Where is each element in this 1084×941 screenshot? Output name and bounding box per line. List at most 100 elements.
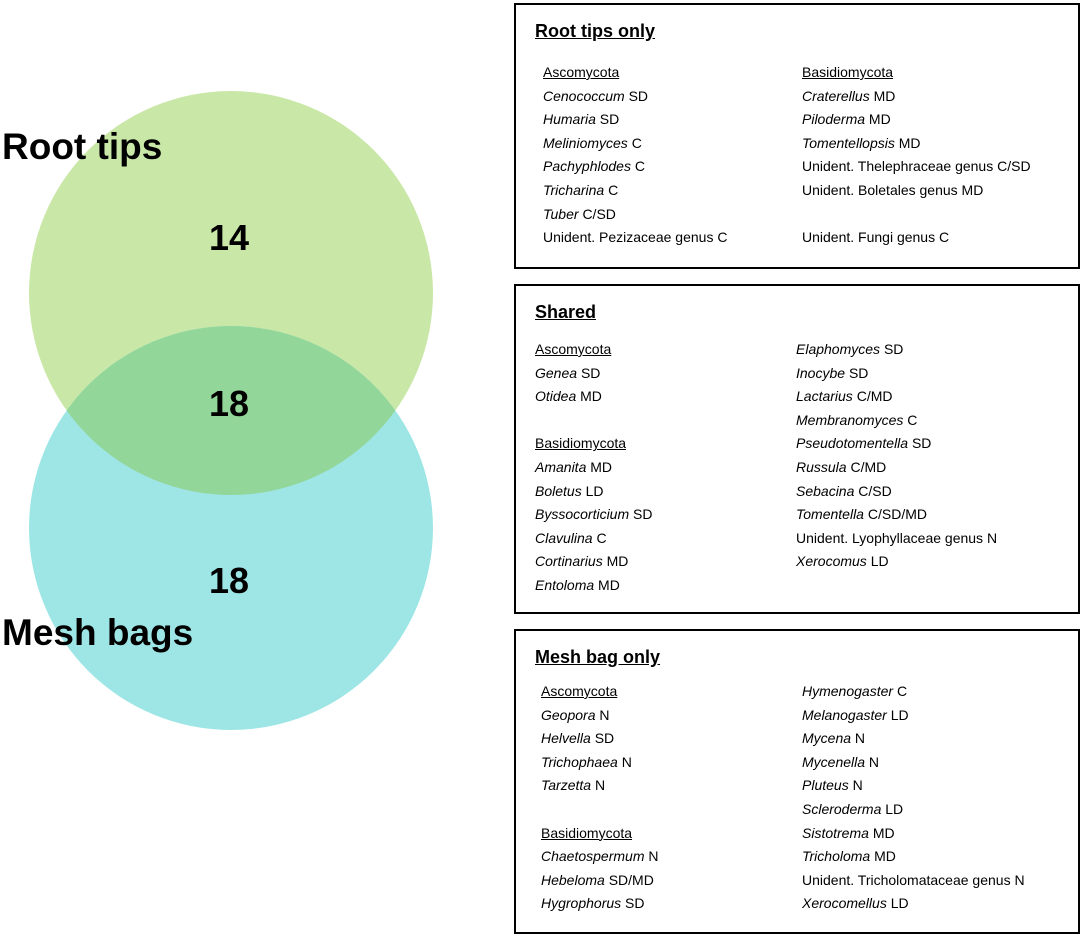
panel-title: Shared bbox=[535, 302, 597, 322]
genus-name: Byssocorticium bbox=[535, 506, 630, 523]
genus-name: Geopora bbox=[541, 706, 596, 723]
exploration-type-code: N bbox=[594, 777, 606, 794]
genus-name: Meliniomyces bbox=[543, 134, 628, 151]
exploration-type-code: SD bbox=[594, 730, 615, 747]
exploration-type-code: MD bbox=[874, 848, 896, 865]
taxon-entry: Inocybe SD bbox=[796, 362, 997, 386]
genus-name: Elaphomyces bbox=[796, 341, 881, 357]
root-tips-label: Root tips bbox=[2, 126, 163, 167]
taxon-entry: Geopora N bbox=[541, 704, 659, 728]
taxon-entry: Amanita MD bbox=[535, 456, 652, 480]
genus-name: Humaria bbox=[543, 111, 596, 128]
phylum-header: Ascomycota bbox=[535, 341, 612, 357]
genus-name: Lactarius bbox=[796, 388, 853, 405]
exploration-type-code: LD bbox=[885, 800, 904, 817]
genus-name: Cenococcum bbox=[543, 87, 625, 104]
spacer bbox=[535, 409, 652, 433]
exploration-type-code: C bbox=[907, 411, 918, 428]
taxon-entry: Sistotrema MD bbox=[802, 822, 1025, 846]
genus-name: Chaetospermum bbox=[541, 848, 645, 865]
exploration-type-code: LD bbox=[870, 553, 889, 570]
mesh-bags-label: Mesh bags bbox=[2, 612, 194, 653]
taxon-entry: Unident. Thelephraceae genus C/SD bbox=[802, 158, 1031, 175]
taxon-entry: Tarzetta N bbox=[541, 774, 659, 798]
genus-name: Helvella bbox=[541, 730, 591, 747]
exploration-type-code: C/SD bbox=[582, 205, 616, 222]
exploration-type-code: N bbox=[648, 848, 659, 865]
exploration-type-code: C/MD bbox=[856, 388, 893, 405]
shared-count: 18 bbox=[208, 383, 250, 424]
taxon-entry: Otidea MD bbox=[535, 385, 652, 409]
exploration-type-code: MD bbox=[580, 388, 602, 405]
exploration-type-code: C/MD bbox=[850, 458, 887, 475]
taxon-entry: Helvella SD bbox=[541, 727, 659, 751]
genus-name: Mycena bbox=[802, 730, 852, 747]
exploration-type-code: C/SD/MD bbox=[867, 506, 927, 523]
taxon-entry: Unident. Pezizaceae genus C bbox=[543, 229, 728, 246]
genus-name: Craterellus bbox=[802, 87, 870, 104]
genus-name: Xerocomellus bbox=[802, 895, 887, 912]
exploration-type-code: N bbox=[852, 777, 863, 794]
exploration-type-code: LD bbox=[890, 895, 909, 912]
taxon-entry: Genea SD bbox=[535, 362, 652, 386]
venn-diagram: Root tips Mesh bags 14 18 18 bbox=[0, 0, 500, 936]
taxon-entry: Cortinarius MD bbox=[535, 550, 652, 574]
taxon-entry: Tricholoma MD bbox=[802, 845, 1025, 869]
mesh-bags-only-count: 18 bbox=[208, 560, 250, 601]
taxon-entry: Craterellus MD bbox=[802, 85, 1031, 109]
exploration-type-code: N bbox=[621, 753, 632, 770]
exploration-type-code: SD bbox=[625, 895, 645, 912]
taxon-entry: Mycenella N bbox=[802, 751, 1025, 775]
genus-name: Pluteus bbox=[802, 777, 849, 794]
root-tips-only-count: 14 bbox=[208, 217, 250, 258]
taxon-entry: Chaetospermum N bbox=[541, 845, 659, 869]
exploration-type-code: SD/MD bbox=[608, 871, 654, 888]
genus-name: Otidea bbox=[535, 388, 577, 405]
exploration-type-code: SD bbox=[911, 435, 932, 452]
panel-title: Mesh bag only bbox=[535, 647, 661, 667]
phylum-header: Basidiomycota bbox=[541, 824, 633, 841]
taxon-entry: Meliniomyces C bbox=[543, 132, 727, 156]
genus-name: Piloderma bbox=[802, 111, 866, 128]
genus-name: Amanita bbox=[535, 458, 587, 475]
taxon-entry: Trichophaea N bbox=[541, 751, 659, 775]
exploration-type-code: SD bbox=[580, 364, 601, 381]
taxon-entry: Hebeloma SD/MD bbox=[541, 869, 659, 893]
exploration-type-code: C bbox=[608, 181, 619, 198]
exploration-type-code: C bbox=[634, 158, 645, 175]
exploration-type-code: SD bbox=[628, 87, 649, 104]
genus-name: Cortinarius bbox=[535, 553, 603, 570]
genus-name: Mycenella bbox=[802, 753, 866, 770]
taxon-entry: Hygrophorus SD bbox=[541, 892, 659, 916]
genus-name: Sistotrema bbox=[802, 824, 869, 841]
taxon-entry: Mycena N bbox=[802, 727, 1025, 751]
genus-name: Scleroderma bbox=[802, 800, 882, 817]
taxon-entry: Tomentella C/SD/MD bbox=[796, 503, 997, 527]
phylum-header: Ascomycota bbox=[543, 64, 620, 80]
exploration-type-code: N bbox=[854, 730, 866, 747]
taxon-entry: Pluteus N bbox=[802, 774, 1025, 798]
exploration-type-code: MD bbox=[873, 87, 896, 104]
genus-name: Sebacina bbox=[796, 482, 855, 499]
genus-name: Tarzetta bbox=[541, 777, 592, 794]
genus-name: Inocybe bbox=[796, 364, 846, 381]
exploration-type-code: LD bbox=[585, 482, 604, 499]
genus-name: Pseudotomentella bbox=[796, 435, 909, 452]
exploration-type-code: C bbox=[896, 683, 908, 699]
genus-name: Genea bbox=[535, 364, 578, 381]
taxon-entry: Boletus LD bbox=[535, 480, 652, 504]
genus-name: Trichophaea bbox=[541, 753, 618, 770]
taxon-entry: Pachyphlodes C bbox=[543, 155, 727, 179]
taxon-entry: Tuber C/SD bbox=[543, 203, 727, 227]
genus-name: Hygrophorus bbox=[541, 895, 622, 912]
taxon-entry: Unident. Lyophyllaceae genus N bbox=[796, 529, 998, 546]
venn-circles bbox=[29, 91, 433, 730]
taxon-entry: Sebacina C/SD bbox=[796, 480, 997, 504]
exploration-type-code: SD bbox=[633, 506, 653, 523]
taxon-entry: Unident. Boletales genus MD bbox=[802, 181, 984, 198]
genus-name: Entoloma bbox=[535, 576, 595, 593]
taxon-entry: Xerocomellus LD bbox=[802, 892, 1025, 916]
